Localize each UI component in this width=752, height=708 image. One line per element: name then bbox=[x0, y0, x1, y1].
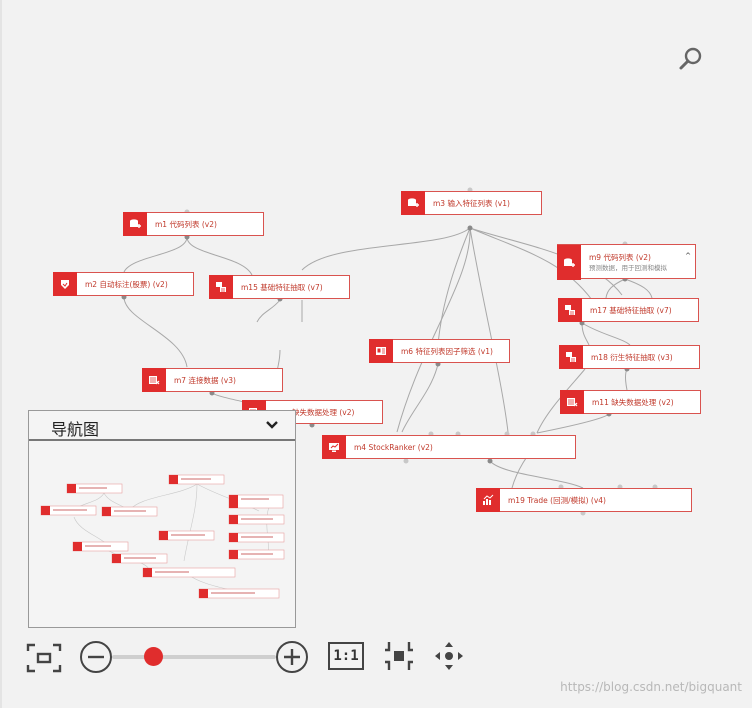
feature-extract-icon bbox=[209, 275, 233, 299]
id-card-icon bbox=[369, 339, 393, 363]
node-label: 缺失数据处理 (v2) bbox=[292, 407, 355, 417]
join-data-icon bbox=[142, 368, 166, 392]
zoom-slider-track[interactable] bbox=[112, 655, 276, 659]
node-label: m9 代码列表 (v2) bbox=[589, 253, 651, 262]
node-m11[interactable]: m11 缺失数据处理 (v2) bbox=[560, 390, 701, 414]
trade-chart-icon bbox=[476, 488, 500, 512]
chevron-down-icon[interactable] bbox=[265, 417, 279, 431]
zoom-slider-thumb[interactable] bbox=[143, 647, 163, 666]
node-m19[interactable]: m19 Trade (回测/模拟) (v4) bbox=[476, 488, 692, 512]
navigator-title: 导航图 bbox=[51, 420, 100, 439]
node-m18[interactable]: m18 衍生特征抽取 (v3) bbox=[559, 345, 700, 369]
navigator-header[interactable]: 导航图 bbox=[29, 411, 295, 441]
node-label: m7 连接数据 (v3) bbox=[174, 375, 236, 385]
database-plus-icon bbox=[557, 245, 581, 280]
node-m1[interactable]: m1 代码列表 (v2) bbox=[123, 212, 264, 236]
node-label: m11 缺失数据处理 (v2) bbox=[592, 397, 674, 407]
node-label: m6 特征列表因子筛选 (v1) bbox=[401, 346, 493, 356]
node-label: m4 StockRanker (v2) bbox=[354, 442, 433, 452]
node-label: m17 基础特征抽取 (v7) bbox=[590, 305, 672, 315]
node-m15[interactable]: m15 基础特征抽取 (v7) bbox=[209, 275, 350, 299]
actual-size-button[interactable]: 1:1 bbox=[328, 642, 364, 670]
center-node-icon[interactable] bbox=[383, 640, 415, 672]
model-chart-icon bbox=[322, 435, 346, 459]
node-label: m19 Trade (回测/模拟) (v4) bbox=[508, 495, 606, 505]
pan-move-icon[interactable] bbox=[433, 640, 465, 672]
node-m3[interactable]: m3 输入特征列表 (v1) bbox=[401, 191, 542, 215]
label-tag-icon bbox=[53, 272, 77, 296]
feature-extract-icon bbox=[559, 345, 583, 369]
watermark-text: https://blog.csdn.net/bigquant bbox=[560, 680, 742, 694]
node-label: m18 衍生特征抽取 (v3) bbox=[591, 352, 673, 362]
navigator-panel: 导航图 bbox=[28, 410, 296, 628]
zoom-toolbar: 1:1 bbox=[2, 636, 752, 680]
node-m4[interactable]: m4 StockRanker (v2) bbox=[322, 435, 576, 459]
node-m2[interactable]: m2 自动标注(股票) (v2) bbox=[53, 272, 194, 296]
node-m7[interactable]: m7 连接数据 (v3) bbox=[142, 368, 283, 392]
zoom-in-button[interactable] bbox=[275, 640, 309, 674]
node-description: 预测数据，用于回测和模拟 bbox=[589, 264, 667, 272]
navigator-minimap[interactable] bbox=[29, 441, 295, 627]
node-m9[interactable]: m9 代码列表 (v2) 预测数据，用于回测和模拟 ^ bbox=[557, 244, 696, 280]
node-label: m2 自动标注(股票) (v2) bbox=[85, 279, 168, 289]
node-label: m15 基础特征抽取 (v7) bbox=[241, 282, 323, 292]
node-label: m3 输入特征列表 (v1) bbox=[433, 198, 510, 208]
search-icon[interactable] bbox=[678, 46, 704, 72]
zoom-out-button[interactable] bbox=[79, 640, 113, 674]
node-label: m1 代码列表 (v2) bbox=[155, 219, 217, 229]
node-m6[interactable]: m6 特征列表因子筛选 (v1) bbox=[369, 339, 510, 363]
collapse-caret-icon[interactable]: ^ bbox=[685, 252, 691, 260]
database-plus-icon bbox=[123, 212, 147, 236]
missing-data-icon bbox=[560, 390, 584, 414]
node-m17[interactable]: m17 基础特征抽取 (v7) bbox=[558, 298, 699, 322]
fit-screen-icon[interactable] bbox=[26, 642, 62, 674]
database-plus-icon bbox=[401, 191, 425, 215]
feature-extract-icon bbox=[558, 298, 582, 322]
